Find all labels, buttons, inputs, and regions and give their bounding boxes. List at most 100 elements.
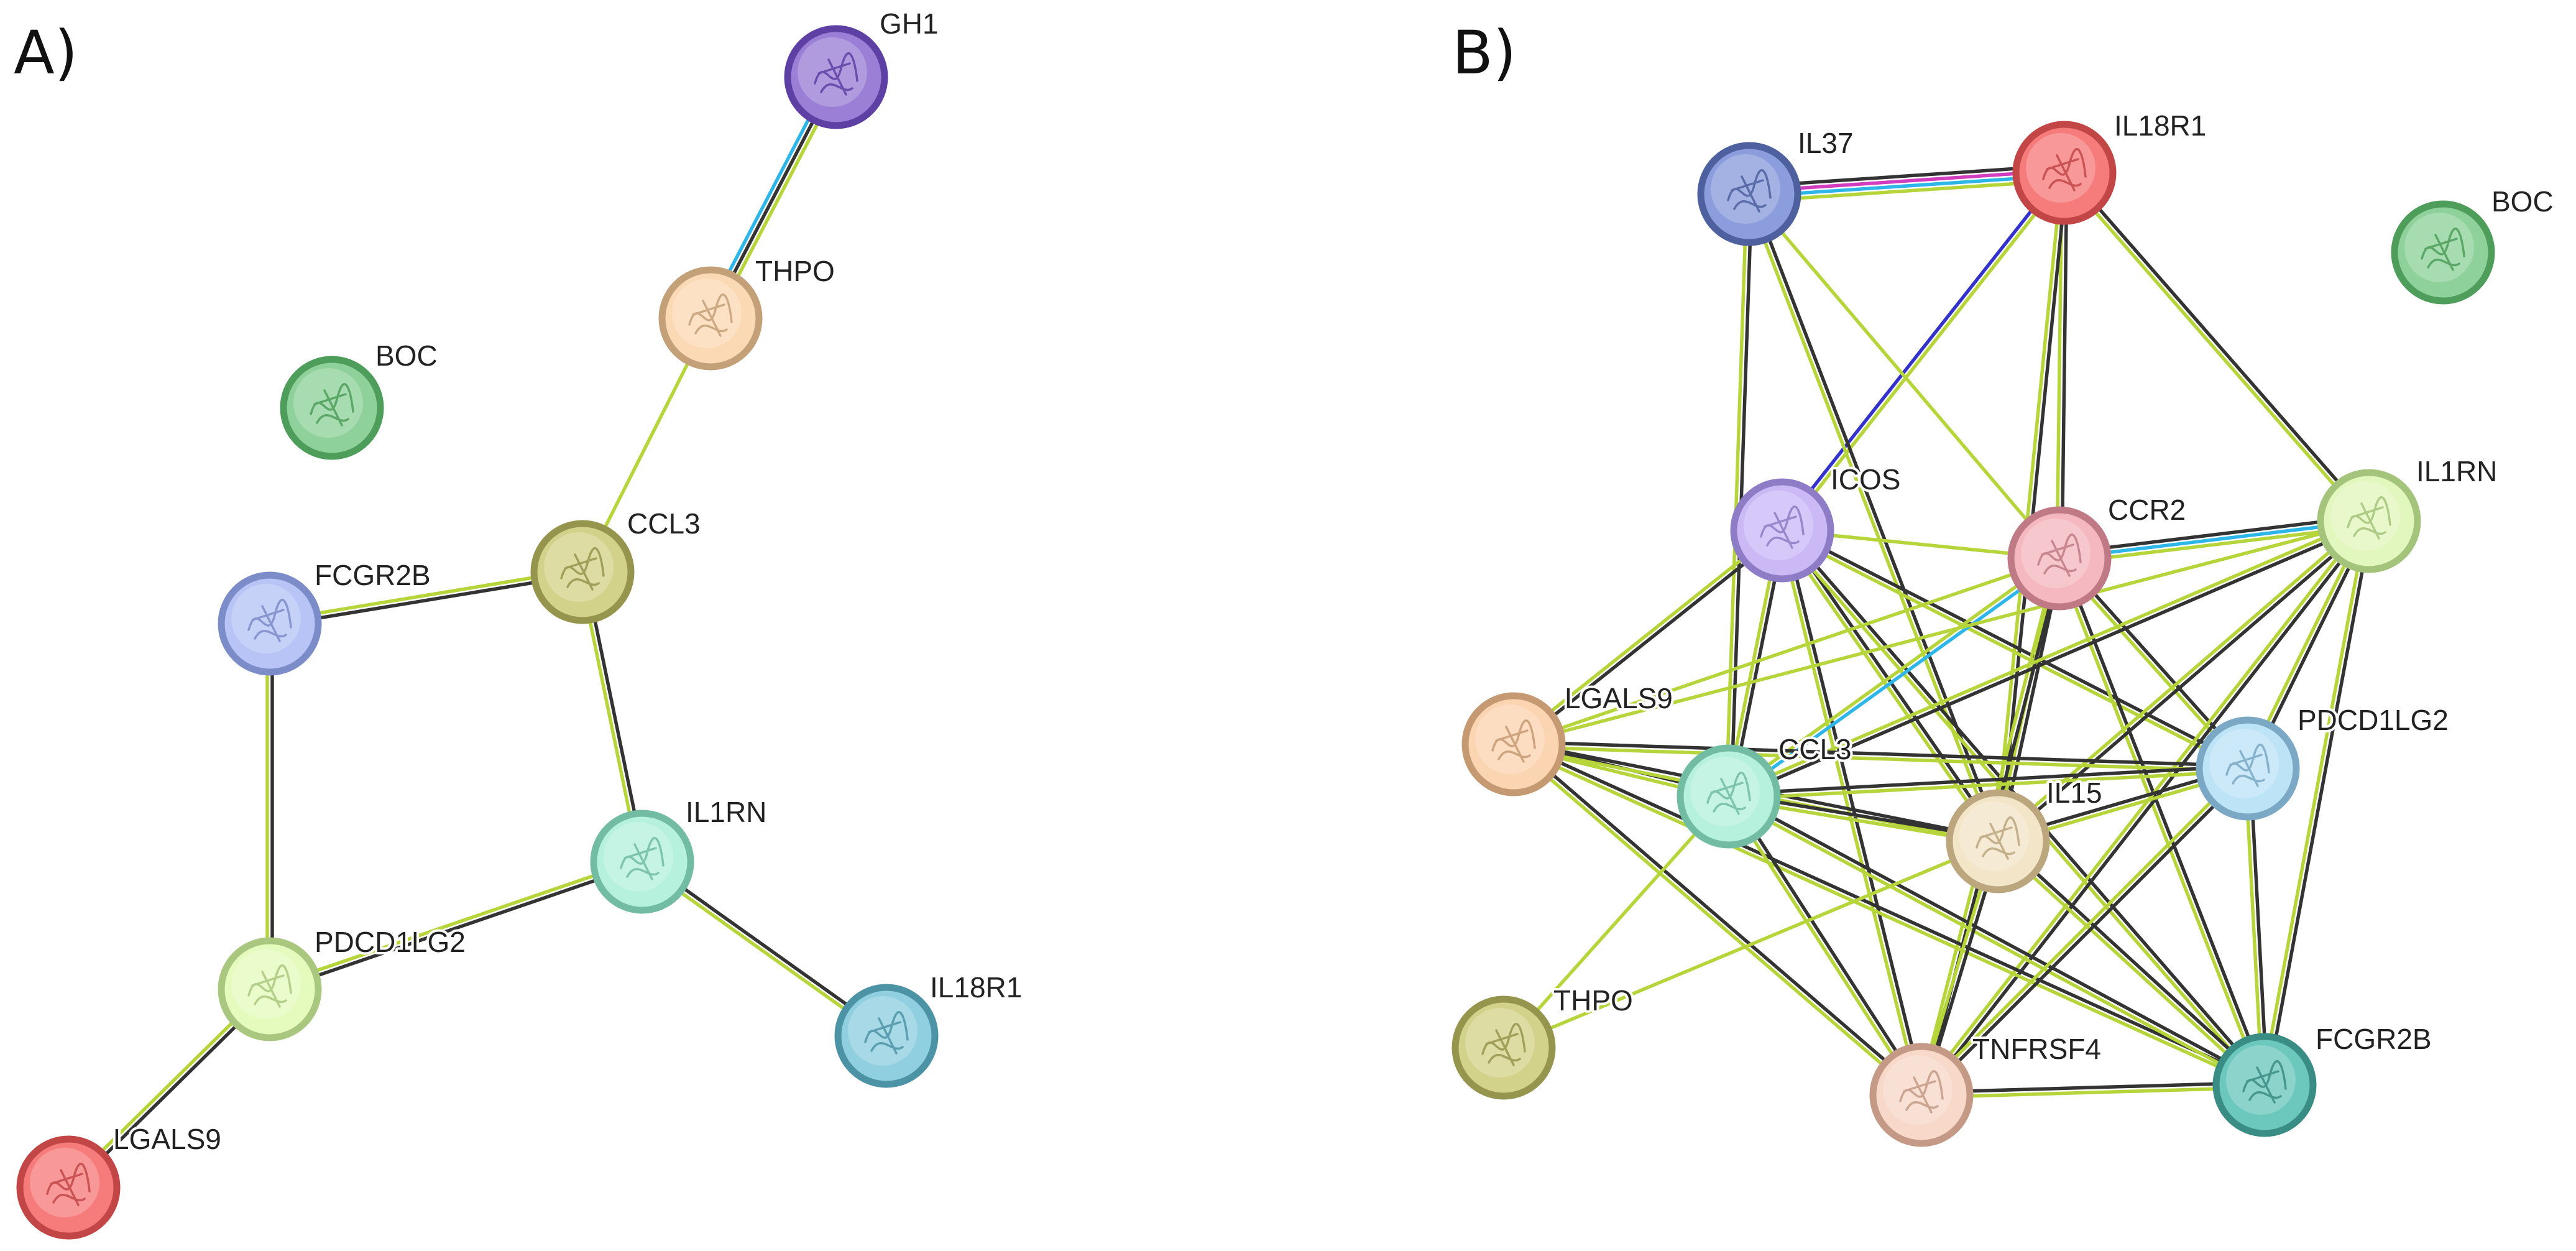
edge-evidence-textmining xyxy=(1994,517,2370,841)
node-pdcd1lg2[interactable]: PDCD1LG2 xyxy=(2196,701,2451,821)
node-il1rn[interactable]: IL1RN xyxy=(590,793,769,914)
protein-structure-icon xyxy=(2042,147,2087,192)
node-il1rn[interactable]: IL1RN xyxy=(2317,453,2500,573)
edge-pdcd1lg2-tnfrsf4 xyxy=(1918,765,2252,1099)
node-label: THPO xyxy=(755,255,835,287)
edge-il18r1-il1rn xyxy=(2061,169,2373,525)
edge-tnfrsf4-fcgr2b xyxy=(1920,1081,2266,1099)
panel-a-label: A) xyxy=(14,18,78,88)
node-tnfrsf4[interactable]: TNFRSF4 xyxy=(1869,1030,2104,1147)
edge-evidence-coexpression xyxy=(1512,740,2250,768)
node-circle[interactable] xyxy=(2007,506,2112,611)
edge-evidence-textmining xyxy=(1512,745,2250,773)
edge-evidence-textmining xyxy=(1724,192,1749,798)
node-circle[interactable] xyxy=(2317,469,2421,573)
node-circle[interactable] xyxy=(218,571,322,676)
edge-evidence-coexpression xyxy=(2265,519,2373,1087)
edge-ccl3-tnfrsf4 xyxy=(1724,793,1926,1098)
edge-evidence-coexpression xyxy=(1920,1081,2266,1094)
edge-il1rn-fcgr2b xyxy=(2260,519,2373,1087)
protein-structure-icon xyxy=(560,547,605,591)
node-circle[interactable] xyxy=(2391,200,2495,305)
edge-icos-il15 xyxy=(1778,527,2002,845)
edge-evidence-coexpression xyxy=(1747,164,2066,188)
node-lgals9[interactable]: LGALS9 xyxy=(16,1120,224,1240)
node-label: BOC xyxy=(375,339,438,372)
node-icos[interactable]: ICOS xyxy=(1730,461,1903,583)
edge-evidence-coexpression xyxy=(2060,171,2069,560)
node-il15[interactable]: IL15 xyxy=(1946,774,2105,893)
edge-evidence-coexpression xyxy=(1728,792,2268,1085)
node-ccr2[interactable]: CCR2 xyxy=(2007,491,2188,611)
node-ccl3[interactable]: CCL3 xyxy=(1677,731,1854,849)
node-fcgr2b[interactable]: FCGR2B xyxy=(2212,1020,2434,1137)
node-circle[interactable] xyxy=(2212,1033,2317,1137)
protein-structure-icon xyxy=(247,964,292,1008)
node-circle[interactable] xyxy=(530,520,635,624)
node-circle[interactable] xyxy=(1730,478,1834,583)
edge-evidence-textmining xyxy=(2061,172,2369,525)
edge-evidence-coexpression xyxy=(1921,769,2252,1099)
node-circle[interactable] xyxy=(1697,142,1801,246)
edge-evidence-textmining xyxy=(1918,765,2248,1095)
edge-ccl3-thpo xyxy=(1502,795,1731,1050)
node-label: PDCD1LG2 xyxy=(2298,704,2449,736)
node-fcgr2b[interactable]: FCGR2B xyxy=(218,556,433,676)
node-label: ICOS xyxy=(1831,463,1900,496)
node-boc[interactable]: BOC xyxy=(2391,183,2556,305)
edge-lgals9-fcgr2b xyxy=(1511,740,2268,1089)
panel-b-edges xyxy=(1502,164,2373,1099)
node-circle[interactable] xyxy=(590,810,694,914)
node-circle[interactable] xyxy=(1677,744,1781,849)
node-boc[interactable]: BOC xyxy=(280,337,440,460)
node-thpo[interactable]: THPO xyxy=(1451,982,1635,1100)
node-ccl3[interactable]: CCL3 xyxy=(530,505,703,624)
edge-ccl3-fcgr2b xyxy=(1726,792,2268,1089)
node-circle[interactable] xyxy=(218,937,322,1041)
edge-evidence-coexpression xyxy=(268,573,585,628)
edge-evidence-textmining xyxy=(1994,170,2064,843)
node-gh1[interactable]: GH1 xyxy=(784,5,941,129)
protein-structure-icon xyxy=(1727,168,1772,213)
protein-structure-icon xyxy=(1760,505,1805,549)
edge-evidence-coexpression xyxy=(1783,528,1926,1096)
edge-evidence-textmining xyxy=(1510,744,1922,1099)
edge-lgals9-pdcd1lg2 xyxy=(1512,740,2250,773)
node-circle[interactable] xyxy=(784,25,888,129)
edge-ccl3-fcgr2b xyxy=(267,568,585,628)
node-circle[interactable] xyxy=(16,1135,121,1240)
node-lgals9[interactable]: LGALS9 xyxy=(1461,680,1675,796)
protein-structure-icon xyxy=(2037,533,2082,577)
edge-evidence-database xyxy=(1728,558,2063,800)
node-circle[interactable] xyxy=(658,266,763,371)
node-circle[interactable] xyxy=(1461,692,1566,796)
node-il18r1[interactable]: IL18R1 xyxy=(2012,107,2209,225)
edge-il1rn-il15 xyxy=(1994,517,2373,845)
node-circle[interactable] xyxy=(1869,1043,1974,1147)
node-label: IL1RN xyxy=(686,796,766,828)
node-thpo[interactable]: THPO xyxy=(658,252,837,371)
node-circle[interactable] xyxy=(834,984,939,1088)
edge-evidence-textmining xyxy=(1748,178,2067,203)
node-il18r1[interactable]: IL18R1 xyxy=(834,969,1024,1088)
node-circle[interactable] xyxy=(1451,995,1556,1100)
protein-structure-icon xyxy=(1491,719,1536,763)
node-label: IL18R1 xyxy=(2114,109,2206,142)
node-label: IL18R1 xyxy=(930,971,1022,1004)
node-circle[interactable] xyxy=(1946,789,2050,893)
node-label: THPO xyxy=(1553,984,1633,1017)
panel-b-label: B) xyxy=(1452,18,1516,88)
edge-il1rn-pdcd1lg2 xyxy=(267,857,645,994)
node-circle[interactable] xyxy=(2012,121,2117,225)
edge-evidence-textmining xyxy=(1920,1086,2266,1099)
node-pdcd1lg2[interactable]: PDCD1LG2 xyxy=(218,923,468,1041)
edge-evidence-homology xyxy=(1778,169,2064,531)
node-label: IL1RN xyxy=(2416,455,2497,487)
node-il37[interactable]: IL37 xyxy=(1697,124,1856,246)
node-circle[interactable] xyxy=(2196,716,2300,821)
node-circle[interactable] xyxy=(280,356,384,460)
edge-evidence-textmining xyxy=(267,568,584,623)
edge-evidence-textmining xyxy=(1778,530,1998,845)
protein-structure-icon xyxy=(2421,227,2465,271)
